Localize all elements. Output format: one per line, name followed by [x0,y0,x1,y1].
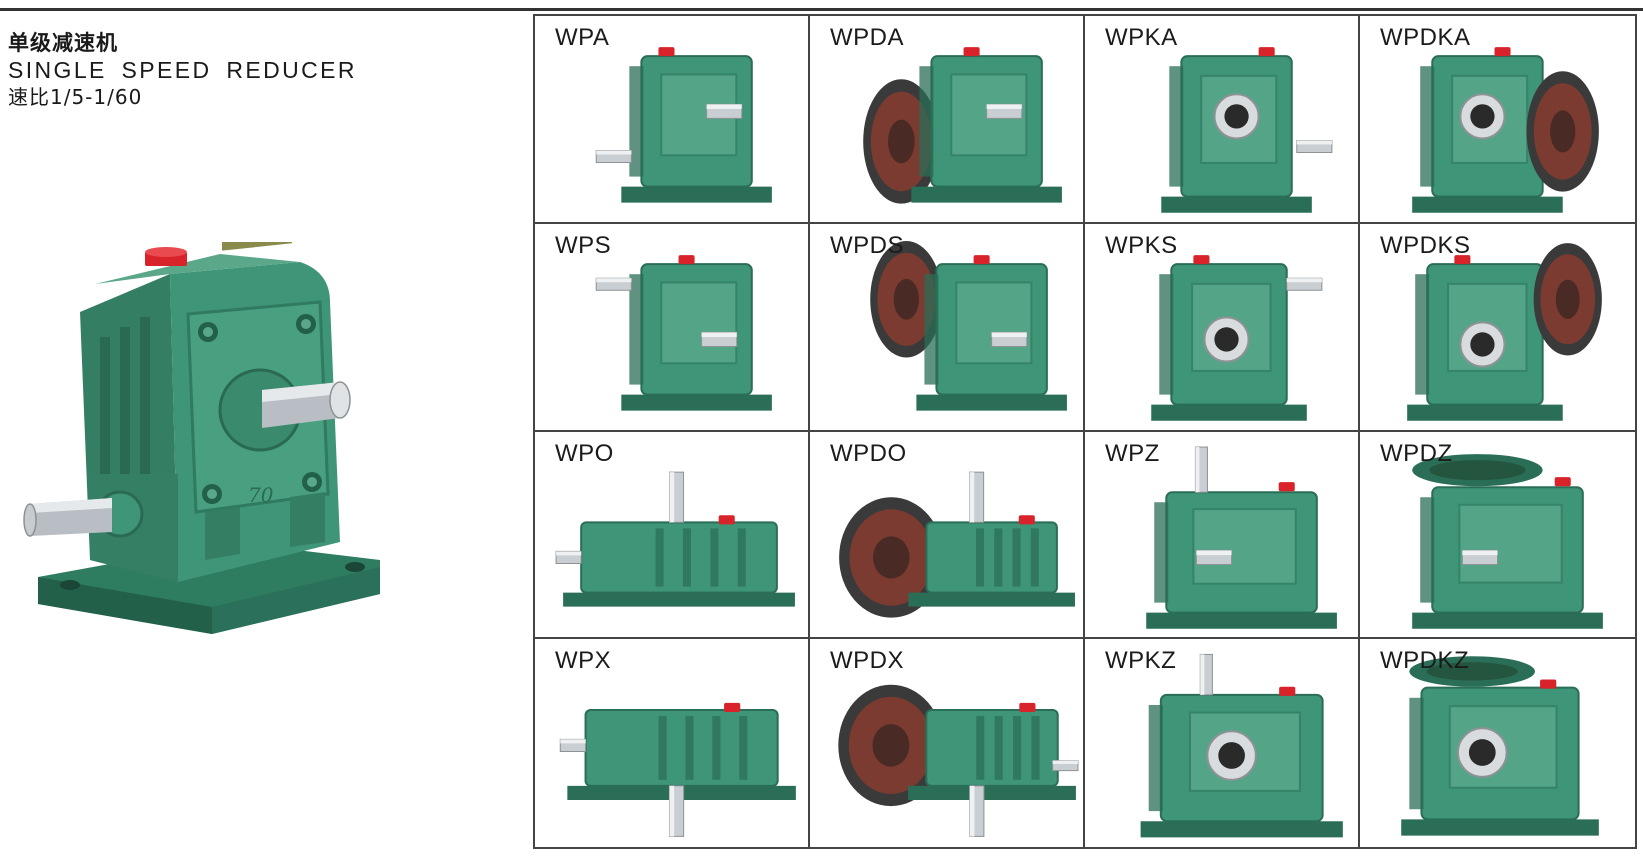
model-cell-wpdkz: WPDKZ [1360,639,1635,847]
title-block: 单级减速机 SINGLE SPEED REDUCER 速比1/5-1/60 [8,30,357,111]
reducer-x-icon [559,703,796,838]
model-cell-wpdks: WPDKS [1360,223,1635,432]
reducer-dka-icon [1412,47,1599,213]
svg-text:70: 70 [248,483,274,507]
model-cell-wpds: WPDS [810,223,1085,432]
model-cell-wpda: WPDA [810,16,1085,224]
model-grid: WPA WPDA WPKA WPDKA WPS [533,14,1637,849]
model-label: WPDKS [1380,231,1471,259]
model-label: WPA [555,24,610,51]
reducer-a-icon [595,47,772,203]
model-label: WPDZ [1380,439,1453,467]
model-cell-wpdka: WPDKA [1360,16,1635,224]
speed-ratio: 速比1/5-1/60 [8,85,143,109]
model-cell-wps: WPS [535,223,810,432]
model-label: WPDS [830,231,904,259]
reducer-ka-icon [1161,47,1333,213]
worm-gear-reducer-icon: 70 [23,242,380,634]
model-cell-wpdz: WPDZ [1360,431,1635,640]
reducer-dks-icon [1407,242,1602,421]
reducer-o-icon [555,471,795,607]
model-cell-wpka: WPKA [1085,16,1360,224]
reducer-ks-icon [1151,254,1323,421]
model-label: WPKZ [1105,647,1177,675]
reducer-kz-icon [1140,654,1343,838]
top-rule [0,8,1643,11]
model-cell-wpdo: WPDO [810,431,1085,640]
model-cell-wpdx: WPDX [810,639,1085,847]
model-cell-wpkz: WPKZ [1085,639,1360,847]
left-panel: 单级减速机 SINGLE SPEED REDUCER 速比1/5-1/60 [0,14,520,860]
model-cell-wpo: WPO [535,431,810,640]
reducer-dz-icon [1412,453,1603,629]
reducer-do-icon [839,471,1075,618]
model-cell-wpks: WPKS [1085,223,1360,432]
model-label: WPS [555,231,612,259]
model-cell-wpa: WPA [535,16,810,224]
model-label: WPZ [1105,439,1160,467]
reducer-da-icon [863,47,1062,204]
model-label: WPX [555,647,612,675]
reducer-dkz-icon [1401,656,1599,836]
model-label: WPDO [830,439,907,467]
model-label: WPKA [1105,24,1178,51]
model-label: WPDKZ [1380,647,1470,675]
model-label: WPDA [830,24,904,51]
model-cell-wpz: WPZ [1085,431,1360,640]
reducer-s-icon [595,254,772,411]
model-label: WPDX [830,647,904,675]
title-chinese: 单级减速机 [8,31,118,55]
model-cell-wpx: WPX [535,639,810,847]
reducer-ds-icon [870,240,1067,411]
model-label: WPDKA [1380,24,1471,51]
reducer-z-icon [1146,446,1337,629]
reducer-dx-icon [838,684,1079,838]
model-label: WPKS [1105,231,1178,259]
title-english: SINGLE SPEED REDUCER [8,57,357,83]
model-label: WPO [555,439,614,467]
